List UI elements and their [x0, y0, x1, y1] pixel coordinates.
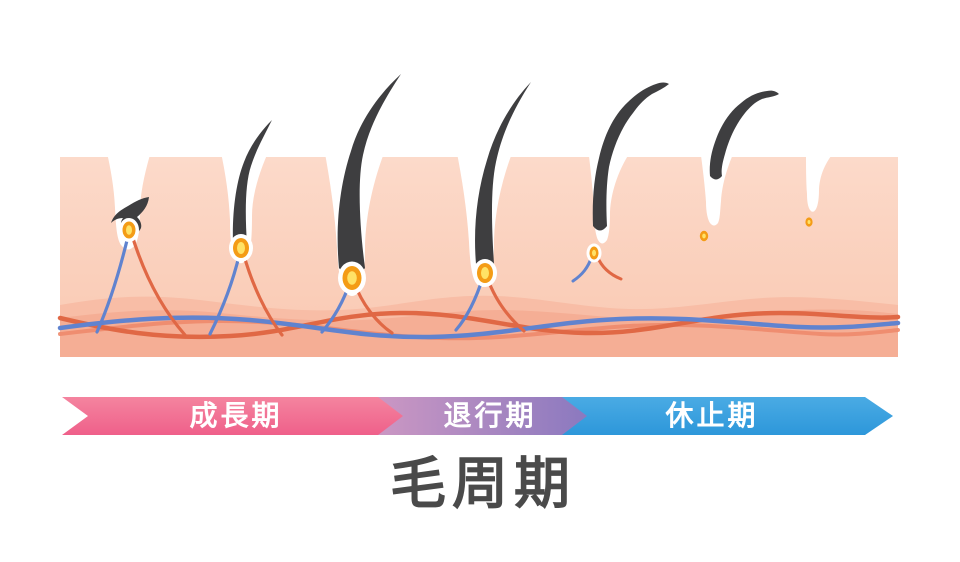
follicle-pocket-7 [806, 148, 838, 212]
bulb-inner-6 [702, 233, 706, 239]
hair-shaft-2 [232, 120, 272, 249]
phase-label-regression: 退行期 [443, 400, 537, 431]
hair-bulbs [119, 217, 813, 295]
blood-vessel-red [57, 310, 901, 340]
bulb-inner-5 [592, 249, 596, 257]
follicle-pocket-6 [700, 148, 736, 226]
capillary-blue-1 [95, 230, 131, 334]
capillary-red-1 [129, 230, 187, 337]
hair-shafts [111, 74, 779, 276]
bulb-inner-2 [237, 242, 245, 254]
capillary-red-2 [241, 250, 284, 337]
hair-shaft-5 [592, 82, 669, 231]
skin-cross-section [57, 74, 901, 357]
phase-arrow [62, 397, 893, 435]
diagram-title: 毛周期 [390, 452, 576, 515]
bulb-inner-4 [481, 267, 489, 279]
bulb-inner-3 [347, 271, 357, 285]
blood-vessel-blue [57, 315, 901, 340]
phase-regression-segment [378, 397, 587, 435]
phase-label-growth: 成長期 [189, 400, 283, 431]
bulb-inner-7 [807, 220, 811, 224]
phase-growth-segment [62, 397, 403, 435]
follicle-pocket-1 [106, 148, 152, 250]
bulb-inner-1 [126, 225, 132, 235]
hair-sprout-1 [111, 197, 149, 235]
phase-label-rest: 休止期 [665, 400, 759, 431]
phase-rest-segment [560, 397, 893, 435]
hair-shaft-6 [709, 90, 779, 180]
hair-shaft-3 [337, 74, 401, 276]
hair-shaft-4 [475, 82, 531, 271]
